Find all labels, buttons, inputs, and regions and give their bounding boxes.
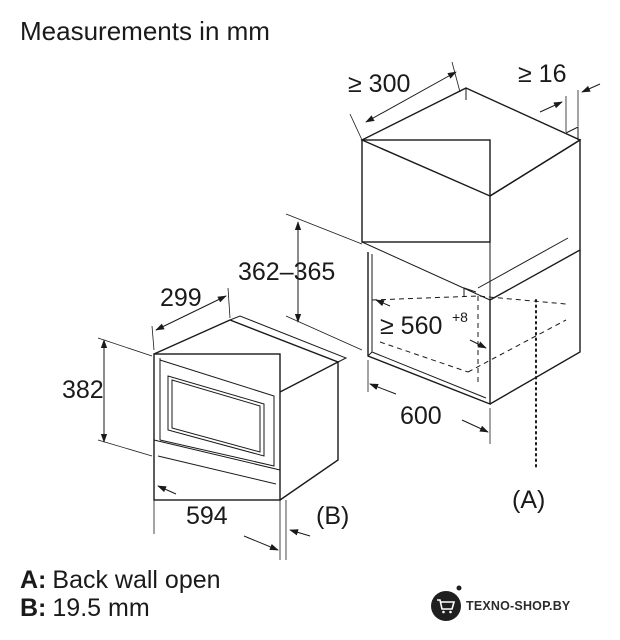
dim-gap xyxy=(539,83,601,132)
cabinet-upper-top xyxy=(360,87,582,197)
niche-opening xyxy=(367,252,491,406)
dim-height-range-label: 362–365 xyxy=(238,258,335,286)
legend-text-b: 19.5 mm xyxy=(52,594,149,622)
page-title: Measurements in mm xyxy=(20,16,270,46)
dim-inner-width-label: ≥ 560 xyxy=(380,312,442,340)
dim-inner-width xyxy=(375,299,487,349)
legend-key-a: A: xyxy=(20,566,46,594)
legend-key-b: B: xyxy=(20,594,46,622)
dim-appliance-width xyxy=(153,485,281,560)
legend-text-a: Back wall open xyxy=(52,566,220,594)
dim-gap-label: ≥ 16 xyxy=(518,60,566,88)
dim-appliance-width-label: 594 xyxy=(186,502,228,530)
callout-a: (A) xyxy=(512,486,545,514)
cabinet-upper-front xyxy=(361,139,491,243)
dim-appliance-height xyxy=(97,337,153,457)
legend: A:Back wall open B:19.5 mm xyxy=(20,566,221,622)
dim-niche-width xyxy=(367,360,491,444)
dim-appliance-depth xyxy=(151,287,231,351)
cart-logo-icon xyxy=(431,591,461,621)
dim-niche-depth-label: ≥ 300 xyxy=(348,70,410,98)
appliance-front xyxy=(153,353,281,501)
appliance-drawing xyxy=(153,315,348,501)
dim-niche-depth xyxy=(349,61,461,141)
callout-b: (B) xyxy=(316,502,349,530)
dim-height-range xyxy=(285,213,363,351)
legend-item-a: A:Back wall open xyxy=(20,566,221,594)
dim-niche-width-label: 600 xyxy=(400,402,442,430)
cabinet-upper-side xyxy=(489,138,581,301)
dim-appliance-depth-label: 299 xyxy=(160,284,202,312)
appliance-window xyxy=(167,375,265,457)
dim-appliance-height-label: 382 xyxy=(62,376,104,404)
watermark: TEXNO-SHOP.BY xyxy=(431,585,571,621)
cabinet-drawing xyxy=(360,87,582,471)
appliance-top xyxy=(153,319,340,393)
legend-item-b: B:19.5 mm xyxy=(20,594,150,622)
dim-b-gap xyxy=(285,500,311,560)
dim-inner-width-tolerance: +8 xyxy=(452,309,468,325)
watermark-text: TEXNO-SHOP.BY xyxy=(466,599,571,613)
appliance-side xyxy=(279,362,339,501)
